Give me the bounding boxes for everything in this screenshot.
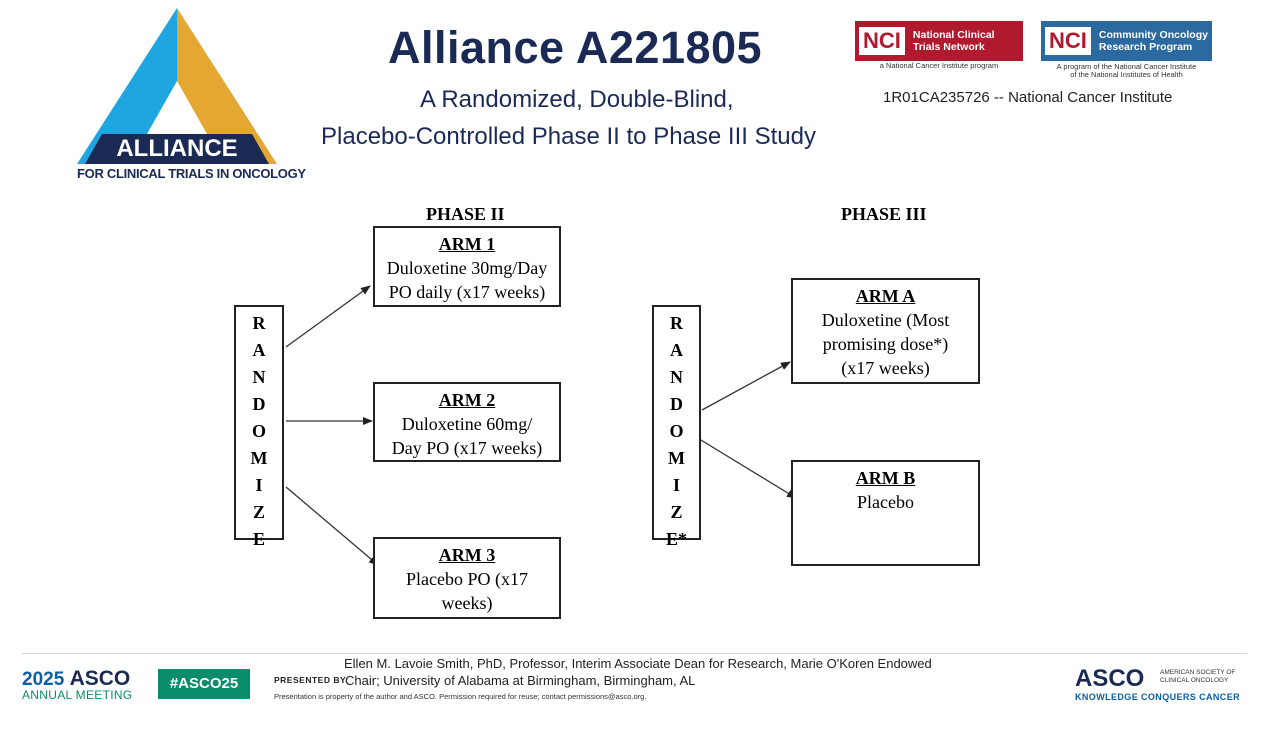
randomize-letter: O — [251, 421, 266, 441]
grant-number: 1R01CA235726 -- National Cancer Institut… — [883, 89, 1173, 106]
presenter-line-1: Ellen M. Lavoie Smith, PhD, Professor, I… — [344, 656, 932, 671]
alliance-triangle-icon — [77, 8, 277, 164]
arm-a-box: ARM A Duloxetine (Most promising dose*) … — [791, 278, 980, 384]
randomize-letter: N — [670, 367, 683, 387]
randomize-letter: A — [670, 340, 683, 360]
randomize-letter: O — [669, 421, 684, 441]
ncorp-line-1: Community Oncology — [1098, 29, 1208, 41]
nctn-line-1: National Clinical — [912, 29, 995, 41]
nci-mark: NCI — [859, 27, 905, 55]
randomize-letter: E* — [665, 529, 687, 549]
randomize-letter: A — [252, 340, 266, 360]
nci-mark: NCI — [1045, 27, 1091, 55]
presenter-line-2: Chair; University of Alabama at Birmingh… — [345, 673, 696, 688]
asco-annual-meeting: ANNUAL MEETING — [22, 688, 133, 702]
randomize-letter: D — [670, 394, 683, 414]
subtitle-line-2: Placebo-Controlled Phase II to Phase III… — [321, 123, 816, 150]
phase-iii-label: PHASE III — [841, 204, 927, 224]
page-title: Alliance A221805 — [388, 22, 763, 73]
randomize-letter: I — [255, 475, 263, 495]
randomize-box-phase-ii: R A N D O M I Z E — [234, 305, 284, 549]
ncorp-line-2: Research Program — [1098, 41, 1193, 53]
asco-name: ASCO — [69, 667, 131, 690]
ncorp-subtitle-2: of the National Institutes of Health — [1070, 70, 1183, 79]
arm-1-box: ARM 1 Duloxetine 30mg/Day PO daily (x17 … — [373, 226, 561, 307]
asco-meeting-logo: 2025 ASCO — [22, 667, 130, 691]
arm-1-description: Duloxetine 30mg/Day PO daily (x17 weeks) — [386, 258, 548, 302]
disclaimer-text: Presentation is property of the author a… — [274, 692, 647, 701]
alliance-logo: ALLIANCE FOR CLINICAL TRIALS IN ONCOLOGY — [72, 6, 306, 186]
asco-society-name: AMERICAN SOCIETY OF CLINICAL ONCOLOGY — [1160, 669, 1250, 685]
hashtag-badge: #ASCO25 — [158, 669, 250, 699]
arrow-to-arm-1 — [285, 285, 371, 348]
randomize-letter: Z — [252, 502, 265, 522]
arrow-to-arm-b — [695, 436, 797, 499]
arm-a-description: Duloxetine (Most promising dose*) (x17 w… — [821, 310, 950, 378]
randomize-letter: D — [252, 394, 266, 414]
alliance-logo-tagline: FOR CLINICAL TRIALS IN ONCOLOGY — [77, 166, 306, 181]
randomize-letter: I — [672, 475, 680, 495]
arm-3-box: ARM 3 Placebo PO (x17 weeks) — [373, 537, 561, 619]
randomize-letter: E — [252, 529, 265, 549]
randomize-box-phase-iii: R A N D O M I Z E* — [652, 305, 701, 549]
arm-2-title: ARM 2 — [438, 390, 496, 410]
arm-3-title: ARM 3 — [438, 545, 496, 565]
arrow-to-arm-3 — [285, 486, 379, 566]
randomize-letter: M — [250, 448, 268, 468]
arm-b-description: Placebo — [857, 492, 914, 512]
asco-society-line-1: AMERICAN SOCIETY OF — [1160, 669, 1236, 676]
arm-1-title: ARM 1 — [438, 234, 496, 254]
arm-b-box: ARM B Placebo — [791, 460, 980, 566]
arm-3-description: Placebo PO (x17 weeks) — [406, 569, 528, 613]
asco-year: 2025 — [22, 669, 65, 690]
nctn-line-2: Trials Network — [912, 41, 985, 53]
nctn-subtitle: a National Cancer Institute program — [879, 61, 999, 70]
arrow-to-arm-a — [701, 361, 791, 411]
randomize-letter: Z — [670, 502, 683, 522]
randomize-letter: R — [252, 313, 266, 333]
alliance-logo-name: ALLIANCE — [116, 135, 238, 162]
randomize-letter: M — [668, 448, 685, 468]
randomize-letter: N — [252, 367, 266, 387]
arm-2-box: ARM 2 Duloxetine 60mg/ Day PO (x17 weeks… — [373, 382, 561, 462]
presented-by-label: PRESENTED BY: — [274, 675, 349, 685]
arm-a-title: ARM A — [855, 286, 916, 306]
arm-2-description: Duloxetine 60mg/ Day PO (x17 weeks) — [391, 414, 543, 458]
arm-b-title: ARM B — [855, 468, 916, 488]
asco-society-line-2: CLINICAL ONCOLOGY — [1160, 677, 1229, 684]
footer-divider — [22, 653, 1247, 654]
subtitle-line-1: A Randomized, Double-Blind, — [420, 86, 734, 113]
asco-tagline: KNOWLEDGE CONQUERS CANCER — [1075, 692, 1241, 702]
ncorp-subtitle-1: A program of the National Cancer Institu… — [1056, 62, 1197, 71]
randomize-letter: R — [670, 313, 683, 333]
asco-society-logo: ASCO — [1075, 665, 1145, 692]
phase-ii-label: PHASE II — [426, 204, 505, 224]
